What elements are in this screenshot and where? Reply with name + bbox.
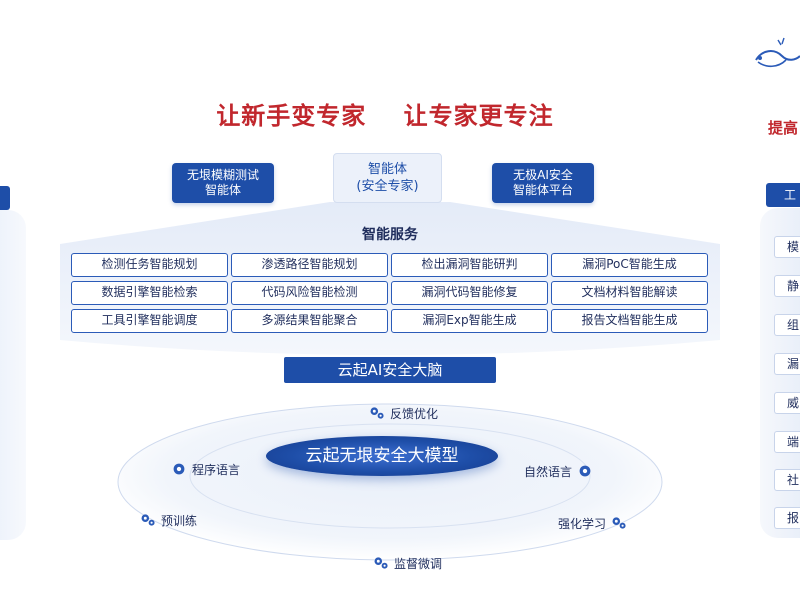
gear-icon — [579, 465, 591, 477]
service-item: 数据引擎智能检索 — [71, 281, 228, 305]
service-item: 检出漏洞智能研判 — [391, 253, 548, 277]
services-grid: 检测任务智能规划 渗透路径智能规划 检出漏洞智能研判 漏洞PoC智能生成 数据引… — [71, 253, 708, 333]
security-expert-agent-box: 智能体 (安全专家) — [333, 153, 442, 203]
orbit-label-reinforcement: 强化学习 — [558, 514, 628, 532]
ai-security-brain-bar: 云起AI安全大脑 — [284, 357, 496, 383]
gear-icon — [173, 463, 185, 475]
orbit-text: 自然语言 — [524, 464, 573, 479]
right-panel-item: 静 — [774, 275, 800, 297]
orbit-label-feedback: 反馈优化 — [368, 404, 438, 422]
gear-icon — [370, 407, 384, 419]
orbit-label-finetuning: 监督微调 — [372, 554, 442, 572]
orbit-text: 程序语言 — [192, 462, 241, 477]
service-item: 检测任务智能规划 — [71, 253, 228, 277]
left-panel — [0, 210, 26, 540]
right-panel-item: 组 — [774, 314, 800, 336]
headline-right: 让专家更专注 — [403, 102, 554, 130]
orbit-text: 强化学习 — [558, 516, 607, 531]
fuzzing-agent-line1: 无垠模糊测试 — [186, 168, 259, 182]
gear-icon — [141, 514, 155, 526]
ai-platform-line1: 无极AI安全 — [513, 168, 573, 182]
gear-icon — [612, 517, 626, 529]
service-item: 代码风险智能检测 — [231, 281, 388, 305]
headline: 让新手变专家 让专家更专注 — [0, 96, 770, 131]
orbit-label-programming: 程序语言 — [170, 460, 240, 478]
company-logo — [755, 37, 800, 68]
left-panel-tab — [0, 186, 10, 210]
right-panel-tab: 工 — [766, 183, 800, 207]
right-panel-item: 报 — [774, 507, 800, 529]
right-panel-item: 威 — [774, 392, 800, 414]
service-item: 多源结果智能聚合 — [231, 309, 388, 333]
ai-security-platform-box: 无极AI安全 智能体平台 — [492, 163, 594, 203]
orbit-label-pretraining: 预训练 — [139, 511, 197, 529]
service-item: 文档材料智能解读 — [551, 281, 708, 305]
security-llm-core: 云起无垠安全大模型 — [266, 436, 498, 476]
gear-icon — [374, 557, 388, 569]
fuzzing-agent-box: 无垠模糊测试 智能体 — [172, 163, 274, 203]
orbit-label-natural-language: 自然语言 — [524, 462, 594, 480]
headline-left: 让新手变专家 — [216, 102, 367, 130]
service-item: 报告文档智能生成 — [551, 309, 708, 333]
right-panel-item: 社 — [774, 469, 800, 491]
fuzzing-agent-line2: 智能体 — [204, 183, 241, 197]
security-expert-line2: (安全专家) — [356, 179, 419, 194]
orbit-text: 监督微调 — [394, 556, 443, 571]
orbit-text: 反馈优化 — [390, 406, 439, 421]
ai-platform-line2: 智能体平台 — [512, 183, 573, 197]
service-item: 工具引擎智能调度 — [71, 309, 228, 333]
service-item: 渗透路径智能规划 — [231, 253, 388, 277]
service-item: 漏洞PoC智能生成 — [551, 253, 708, 277]
right-panel-item: 漏 — [774, 353, 800, 375]
security-expert-line1: 智能体 — [367, 162, 407, 177]
service-item: 漏洞代码智能修复 — [391, 281, 548, 305]
right-panel-item: 端 — [774, 431, 800, 453]
right-panel-heading: 提高 — [768, 119, 799, 137]
model-ellipse-background — [117, 403, 663, 561]
service-item: 漏洞Exp智能生成 — [391, 309, 548, 333]
right-panel-item: 模 — [774, 236, 800, 258]
services-title: 智能服务 — [362, 227, 418, 243]
orbit-text: 预训练 — [161, 513, 198, 528]
